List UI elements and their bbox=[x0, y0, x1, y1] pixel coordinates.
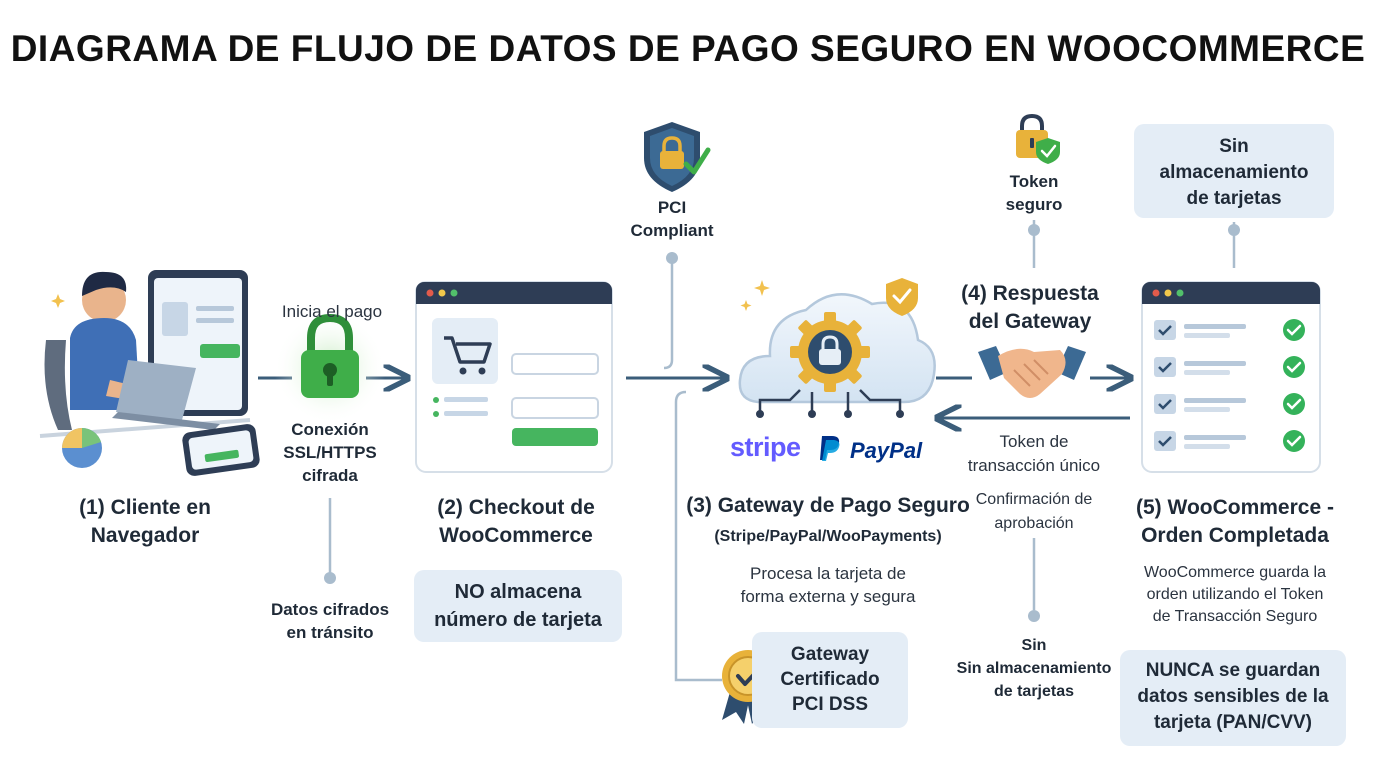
gateway-sublabel: (Stripe/PayPal/WooPayments) bbox=[714, 528, 942, 545]
order-check-row bbox=[1154, 356, 1305, 378]
transit-label-line1: Datos cifrados bbox=[270, 600, 390, 619]
gateway-description: Procesa la tarjeta de forma externa y se… bbox=[700, 562, 956, 608]
confirmation-label: Confirmación de aprobación bbox=[956, 488, 1112, 536]
pci-label-line1: PCI bbox=[657, 198, 687, 217]
order-window bbox=[1141, 281, 1321, 473]
cert-line1: Gateway bbox=[790, 644, 870, 665]
ssl-label-line1: Conexión bbox=[291, 420, 369, 439]
order-top-note-box: Sin almacenamiento de tarjetas bbox=[1134, 124, 1334, 218]
pci-compliant-label: PCI Compliant bbox=[612, 196, 732, 242]
check-icon bbox=[1283, 430, 1305, 452]
check-icon bbox=[1283, 319, 1305, 341]
order-label-line1: (5) WooCommerce - bbox=[1136, 496, 1334, 519]
checkout-window bbox=[415, 281, 613, 473]
gateway-desc-line1: Procesa la tarjeta de bbox=[750, 564, 906, 583]
no-storage-line3: de tarjetas bbox=[993, 683, 1075, 700]
order-desc-line3: de Transacción Seguro bbox=[1152, 608, 1318, 625]
gateway-certified-box: Gateway Certificado PCI DSS bbox=[752, 632, 908, 728]
token-label: Token seguro bbox=[990, 170, 1078, 216]
connector-pci bbox=[663, 258, 674, 370]
check-icon bbox=[1283, 393, 1305, 415]
order-description: WooCommerce guarda la orden utilizando e… bbox=[1110, 562, 1360, 628]
paypal-logo: PayPal bbox=[850, 438, 923, 463]
handshake-icon bbox=[978, 346, 1086, 398]
return-token-line1: Token de bbox=[999, 432, 1069, 451]
confirmation-line1: Confirmación de bbox=[975, 491, 1093, 508]
connector-cert bbox=[674, 390, 722, 682]
order-check-row bbox=[1154, 319, 1305, 341]
checkout-label-line1: (2) Checkout de bbox=[437, 496, 595, 519]
client-label-line2: Navegador bbox=[90, 524, 200, 547]
gateway-cloud bbox=[738, 278, 936, 418]
ssl-label-line2: SSL/HTTPS bbox=[283, 443, 377, 462]
order-label: (5) WooCommerce - Orden Completada bbox=[1110, 494, 1360, 550]
cert-line2: Certificado bbox=[780, 669, 880, 690]
response-label-line1: (4) Respuesta bbox=[961, 282, 1099, 305]
return-token-label: Token de transacción único bbox=[946, 430, 1122, 478]
stripe-logo: stripe bbox=[730, 432, 801, 462]
start-payment-label: Inicia el pago bbox=[281, 302, 383, 321]
gateway-desc-line2: forma externa y segura bbox=[740, 587, 916, 606]
checkout-note-line1: NO almacena bbox=[454, 581, 582, 603]
no-storage-line1: Sin bbox=[1021, 637, 1047, 654]
order-warn-line1: NUNCA se guardan bbox=[1145, 660, 1321, 681]
page-title: DIAGRAMA DE FLUJO DE DATOS DE PAGO SEGUR… bbox=[10, 28, 1366, 69]
cert-line3: PCI DSS bbox=[791, 694, 869, 715]
client-label-line1: (1) Cliente en bbox=[79, 496, 211, 519]
order-desc-line1: WooCommerce guarda la bbox=[1143, 564, 1326, 581]
token-label-line1: Token bbox=[1009, 172, 1059, 191]
order-warning-box: NUNCA se guardan datos sensibles de la t… bbox=[1120, 650, 1346, 746]
checkout-label: (2) Checkout de WooCommerce bbox=[404, 494, 628, 550]
pci-label-line2: Compliant bbox=[630, 221, 714, 240]
transit-label-line2: en tránsito bbox=[286, 623, 374, 642]
transit-label: Datos cifrados en tránsito bbox=[250, 598, 410, 644]
return-token-line2: transacción único bbox=[967, 456, 1101, 475]
checkout-label-line2: WooCommerce bbox=[439, 524, 593, 547]
response-label: (4) Respuesta del Gateway bbox=[940, 280, 1120, 336]
check-icon bbox=[1283, 356, 1305, 378]
gateway-label: (3) Gateway de Pago Seguro bbox=[686, 494, 970, 517]
checkout-note-box: NO almacena número de tarjeta bbox=[414, 570, 622, 642]
order-top-note-line3: de tarjetas bbox=[1186, 188, 1282, 209]
order-warn-line3: tarjeta (PAN/CVV) bbox=[1153, 712, 1312, 733]
checkout-note-line2: número de tarjeta bbox=[434, 609, 602, 631]
ssl-lock-icon bbox=[274, 312, 386, 424]
ssl-label-line3: cifrada bbox=[302, 466, 358, 485]
no-storage-line2: Sin almacenamiento bbox=[956, 660, 1112, 677]
order-top-note-line1: Sin bbox=[1219, 136, 1249, 157]
token-label-line2: seguro bbox=[1005, 195, 1063, 214]
paypal-p-icon bbox=[818, 434, 842, 462]
order-check-row bbox=[1154, 430, 1305, 452]
client-illustration bbox=[39, 270, 260, 476]
response-label-line2: del Gateway bbox=[968, 310, 1092, 333]
order-top-note-line2: almacenamiento bbox=[1159, 162, 1309, 183]
order-desc-line2: orden utilizando el Token bbox=[1146, 586, 1324, 603]
token-lock-icon bbox=[1016, 113, 1060, 164]
order-check-row bbox=[1154, 393, 1305, 415]
confirmation-line2: aprobación bbox=[994, 515, 1074, 532]
ssl-label: Conexión SSL/HTTPS cifrada bbox=[268, 418, 392, 487]
order-label-line2: Orden Completada bbox=[1141, 524, 1329, 547]
no-storage-label: Sin Sin almacenamiento de tarjetas bbox=[940, 634, 1128, 703]
client-label: (1) Cliente en Navegador bbox=[50, 494, 240, 550]
pci-shield-icon bbox=[644, 122, 711, 192]
order-warn-line2: datos sensibles de la bbox=[1137, 686, 1329, 707]
